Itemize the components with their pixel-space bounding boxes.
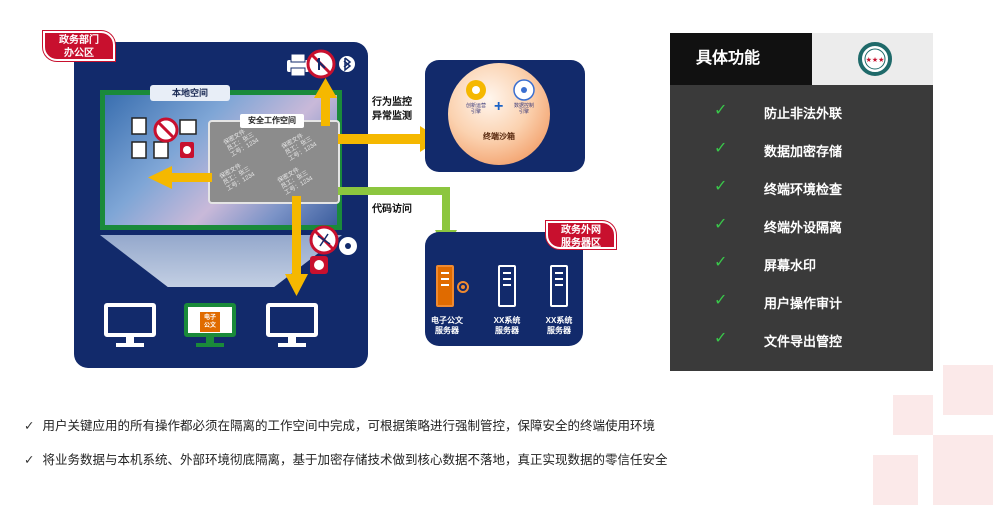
function-item: ✓ 终端环境检查	[670, 172, 933, 206]
decorative-squares	[853, 355, 993, 505]
function-label: 终端环境检查	[764, 182, 843, 197]
function-panel	[670, 33, 933, 371]
check-icon: ✓	[714, 254, 728, 271]
function-label: 屏幕水印	[764, 258, 817, 273]
local-space-label: 本地空间	[150, 85, 230, 101]
office-tag-line2: 办公区	[64, 48, 94, 59]
sandbox-circle	[448, 63, 550, 165]
bullet-text: 用户关键应用的所有操作都必须在隔离的工作空间中完成，可根据策略进行强制管控，保障…	[42, 419, 655, 433]
secure-workspace-label: 安全工作空间	[240, 114, 304, 128]
function-label: 数据加密存储	[764, 144, 843, 159]
engine-icons	[466, 79, 535, 101]
server-icon	[498, 265, 516, 307]
function-item: ✓ 数据加密存储	[670, 134, 933, 168]
function-item: ✓ 用户操作审计	[670, 286, 933, 320]
function-item: ✓ 终端外设隔离	[670, 210, 933, 244]
server-label: 电子公文 服务器	[422, 316, 472, 336]
behavior-label-line1: 行为监控	[372, 97, 412, 108]
server-label: XX系统 服务器	[534, 316, 584, 336]
check-icon: ✓	[24, 419, 35, 433]
doc-chip-line2: 公文	[203, 323, 216, 329]
server-label-line1: XX系统	[493, 316, 521, 325]
check-icon: ✓	[714, 102, 728, 119]
server-label-line1: 电子公文	[431, 316, 463, 325]
svg-text:★★★: ★★★	[866, 56, 885, 64]
function-label: 用户操作审计	[764, 296, 843, 311]
engine-left-line1: 创新运营	[465, 103, 486, 109]
function-label: 防止非法外联	[764, 106, 843, 121]
engine-right-label: 数据控制 引擎	[509, 103, 539, 115]
server-area-tag: 政务外网 服务器区	[546, 221, 616, 249]
engine-right-line1: 数据控制	[513, 103, 534, 109]
monitor-icon: 电子 公文	[184, 303, 236, 349]
function-item: ✓ 屏幕水印	[670, 248, 933, 282]
monitor-icon	[266, 303, 318, 349]
engine-left-label: 创新运营 引擎	[461, 103, 491, 115]
office-area-tag: 政务部门 办公区	[43, 31, 115, 61]
security-badge-icon: ★★★	[858, 42, 892, 76]
check-icon: ✓	[24, 453, 35, 467]
behavior-monitor-label: 行为监控 异常监测	[372, 96, 412, 124]
server-icon	[550, 265, 568, 307]
plus-icon: +	[494, 98, 504, 115]
office-tag-line1: 政务部门	[59, 35, 99, 46]
doc-chip-line1: 电子	[203, 315, 216, 321]
server-label: XX系统 服务器	[482, 316, 532, 336]
sandbox-label: 终端沙箱	[483, 132, 515, 141]
bullet-text: 将业务数据与本机系统、外部环境彻底隔离，基于加密存储技术做到核心数据不落地，真正…	[42, 453, 668, 467]
server-tag-line1: 政务外网	[561, 225, 601, 236]
gear-icon	[457, 281, 469, 293]
server-icon	[436, 265, 454, 307]
check-icon: ✓	[714, 178, 728, 195]
code-access-label: 代码访问	[372, 204, 412, 215]
bullet-line: ✓ 用户关键应用的所有操作都必须在隔离的工作空间中完成，可根据策略进行强制管控，保…	[24, 415, 655, 434]
function-label: 文件导出管控	[764, 334, 843, 349]
e-document-chip: 电子 公文	[200, 312, 220, 332]
check-icon: ✓	[714, 330, 728, 347]
function-item: ✓ 文件导出管控	[670, 324, 933, 358]
function-item: ✓ 防止非法外联	[670, 96, 933, 130]
server-label-line2: 服务器	[435, 326, 459, 335]
bullet-line: ✓ 将业务数据与本机系统、外部环境彻底隔离，基于加密存储技术做到核心数据不落地，真…	[24, 449, 668, 468]
check-icon: ✓	[714, 292, 728, 309]
check-icon: ✓	[714, 216, 728, 233]
engine-left-line2: 引擎	[470, 109, 481, 115]
peripheral-blocked-icon	[287, 49, 355, 79]
behavior-label-line2: 异常监测	[372, 111, 412, 122]
function-title: 具体功能	[670, 33, 812, 85]
local-apps-blocked-icon	[131, 117, 197, 159]
engine-right-line2: 引擎	[518, 109, 529, 115]
server-label-line2: 服务器	[495, 326, 519, 335]
secure-workspace	[208, 120, 340, 204]
monitor-icon	[104, 303, 156, 349]
function-label: 终端外设隔离	[764, 220, 843, 235]
device-blocked-icon	[309, 225, 357, 274]
server-tag-line2: 服务器区	[561, 238, 601, 249]
server-label-line1: XX系统	[545, 316, 573, 325]
check-icon: ✓	[714, 140, 728, 157]
server-label-line2: 服务器	[547, 326, 571, 335]
